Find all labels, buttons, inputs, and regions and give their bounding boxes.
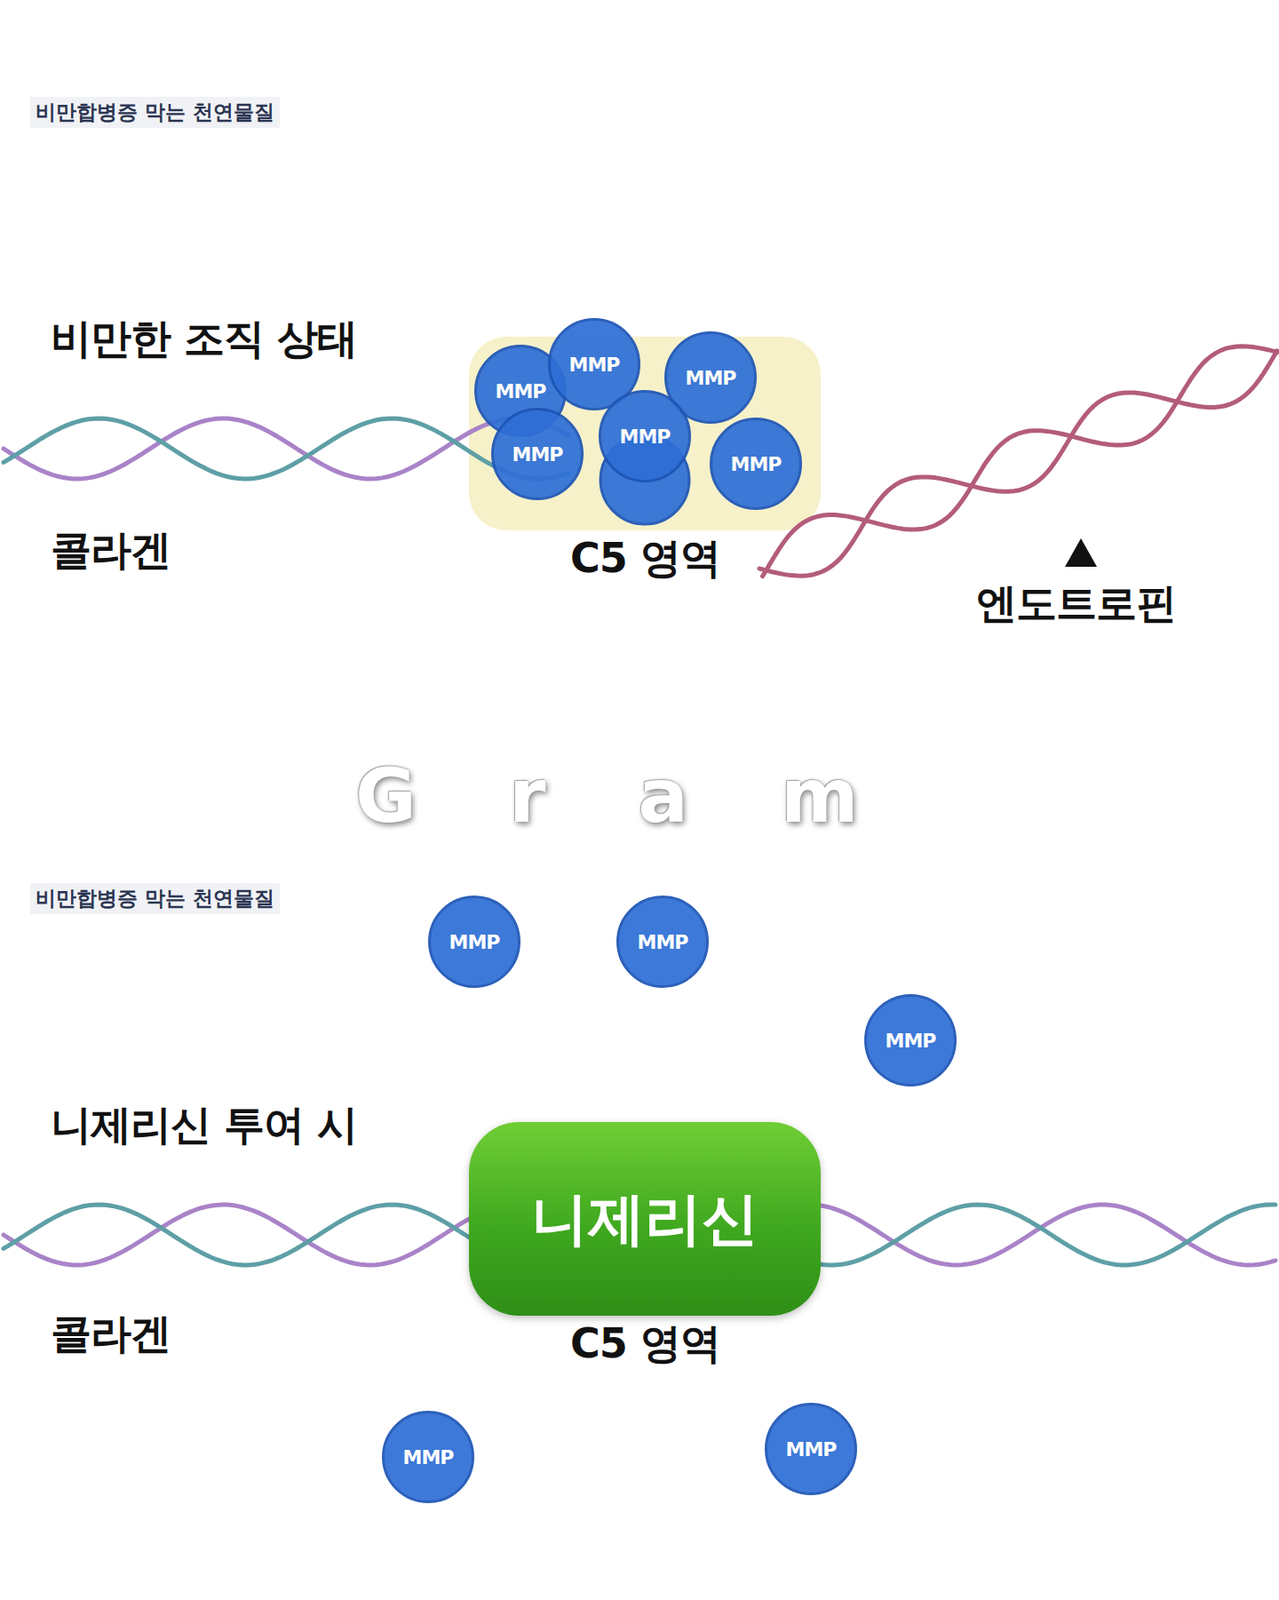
mmp-label: MMP (885, 1029, 937, 1052)
c5-region-highlight (468, 336, 821, 531)
mmp-label: MMP (730, 452, 782, 476)
header-caption: 비만합병증 막는 천연물질 (30, 96, 280, 128)
collagen-strand (762, 346, 1279, 577)
mmp-label: MMP (403, 1445, 454, 1469)
mmp-label: MMP (637, 930, 689, 954)
text-label: 콜라겐 (50, 523, 171, 579)
pill-label: 니제리신 (531, 1180, 759, 1258)
mmp-label: MMP (569, 353, 620, 376)
mmp-label: MMP (685, 366, 737, 390)
pointer-triangle (1064, 538, 1097, 567)
text-label: 비만한 조직 상태 (50, 311, 358, 367)
mmp-label: MMP (786, 1437, 837, 1461)
mmp-circle: MMP (709, 417, 803, 510)
collagen-strand (759, 350, 1278, 576)
collagen-strand (3, 418, 569, 479)
mmp-circle: MMP (864, 993, 957, 1087)
mmp-circle: MMP (491, 407, 584, 501)
text-label: C5 영역 (570, 1316, 721, 1372)
mmp-circle: MMP (764, 1402, 858, 1495)
header-caption: 비만합병증 막는 천연물질 (30, 882, 280, 914)
mmp-label: MMP (512, 443, 564, 466)
collagen-strand (3, 418, 569, 479)
text-label: 콜라겐 (50, 1306, 171, 1362)
nigericin-pill: 니제리신 (468, 1121, 821, 1316)
mmp-circle: MMP (428, 895, 521, 988)
watermark: Gram (355, 752, 952, 840)
mmp-label: MMP (619, 425, 671, 448)
mmp-circle: MMP (616, 895, 709, 988)
mmp-label: MMP (449, 930, 501, 954)
mmp-circle: MMP (598, 389, 692, 483)
mmp-label: MMP (495, 380, 547, 403)
text-label: 엔도트로핀 (976, 576, 1176, 632)
text-label: C5 영역 (570, 531, 721, 587)
text-label: 니제리신 투여 시 (50, 1097, 358, 1153)
mmp-circle: MMP (381, 1410, 475, 1503)
